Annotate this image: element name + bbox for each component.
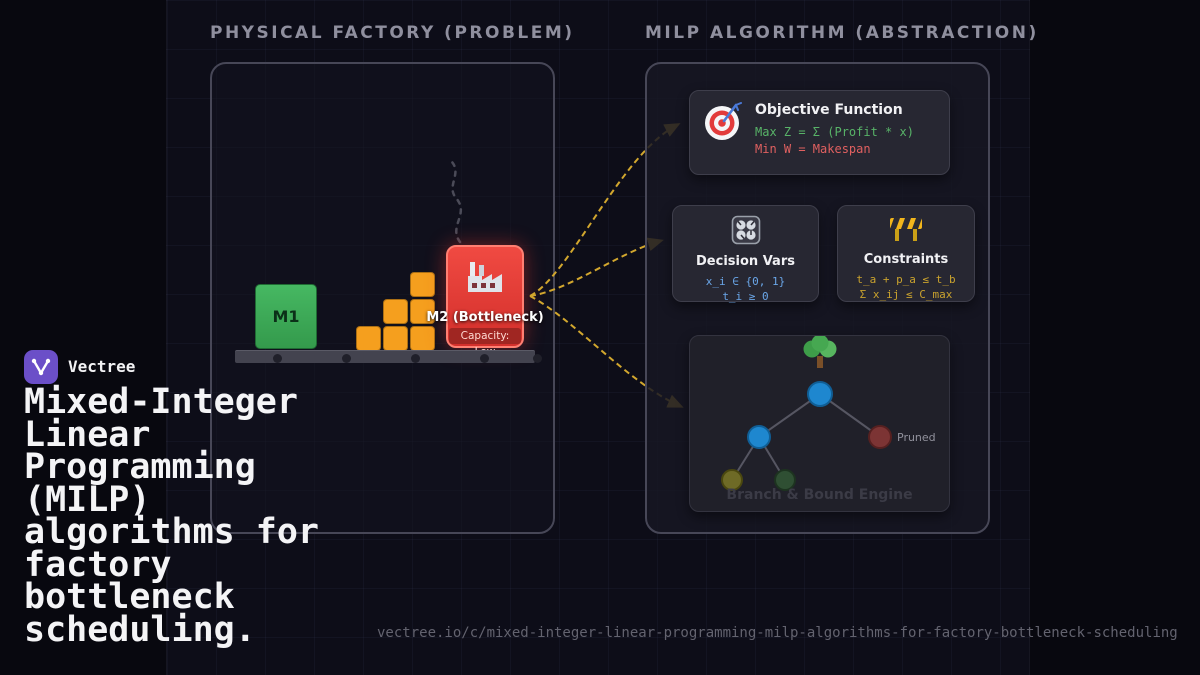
milp-panel: Objective Function Max Z = Σ (Profit * x… (645, 62, 990, 534)
conveyor-roller (480, 354, 489, 363)
page-title-line: algorithms for (24, 512, 320, 552)
page-title-line: (MILP) (24, 479, 151, 520)
vectree-logo-icon (24, 350, 58, 388)
factory-panel: M1 M2 (Bottleneck) Capacity: Low (210, 62, 555, 534)
decision-vars-title: Decision Vars (696, 254, 795, 269)
page-url: vectree.io/c/mixed-integer-linear-progra… (377, 625, 1178, 641)
construction-barrier-icon (890, 218, 922, 241)
wip-block (410, 326, 435, 351)
factory-icon (468, 262, 502, 292)
decision-vars-domain-line: x_i ∈ {0, 1} (705, 275, 786, 288)
page-title-line: Mixed-Integer (24, 382, 298, 422)
constraints-title: Constraints (863, 252, 949, 267)
target-icon (705, 102, 742, 140)
control-knobs-icon (731, 215, 760, 245)
wip-block (383, 299, 408, 324)
constraints-capacity-line: Σ x_ij ≤ C_max (859, 288, 953, 301)
wip-block (383, 326, 408, 351)
decision-vars-time-line: t_i ≥ 0 (722, 290, 769, 303)
brand-name: Vectree (68, 357, 136, 376)
objective-text: Objective Function Max Z = Σ (Profit * x… (755, 102, 914, 158)
conveyor-belt (235, 350, 542, 363)
page-title: Mixed-Integer Linear Programming (MILP) … (24, 382, 364, 650)
wip-block (356, 326, 381, 351)
page-title-line: bottleneck (24, 577, 235, 617)
machine-m1: M1 (255, 284, 317, 349)
page-title-line: Linear (24, 414, 151, 455)
machine-m1-label: M1 (272, 307, 300, 326)
pruned-label: Pruned (897, 431, 936, 444)
page-title-line: factory (24, 544, 172, 585)
objective-min-line: Min W = Makespan (755, 142, 871, 156)
wip-block (410, 299, 435, 324)
tree-icon (803, 334, 837, 368)
constraints-card: Constraints t_a + p_a ≤ t_b Σ x_ij ≤ C_m… (837, 205, 975, 302)
conveyor-roller (533, 354, 542, 363)
constraints-precedence-line: t_a + p_a ≤ t_b (856, 273, 956, 286)
factory-section-heading: PHYSICAL FACTORY (PROBLEM) (210, 23, 575, 43)
machine-m2-label: M2 (Bottleneck) (426, 310, 544, 325)
machine-m2-capacity-badge: Capacity: Low (449, 328, 521, 358)
decision-vars-card: Decision Vars x_i ∈ {0, 1} t_i ≥ 0 (672, 205, 819, 303)
objective-title: Objective Function (755, 102, 903, 118)
branch-bound-title: Branch & Bound Engine (726, 487, 913, 503)
smoke-icon (450, 160, 463, 244)
conveyor-roller (342, 354, 351, 363)
wip-block (410, 272, 435, 297)
conveyor-roller (411, 354, 420, 363)
page-title-line: scheduling. (24, 609, 256, 650)
milp-section-heading: MILP ALGORITHM (ABSTRACTION) (645, 23, 1039, 43)
branch-bound-card: Pruned Branch & Bound Engine (689, 334, 950, 512)
page-title-line: Programming (24, 447, 256, 487)
branch-bound-tree: Pruned (721, 334, 936, 491)
objective-function-card: Objective Function Max Z = Σ (Profit * x… (689, 90, 950, 175)
objective-max-line: Max Z = Σ (Profit * x) (755, 125, 914, 139)
conveyor-roller (273, 354, 282, 363)
